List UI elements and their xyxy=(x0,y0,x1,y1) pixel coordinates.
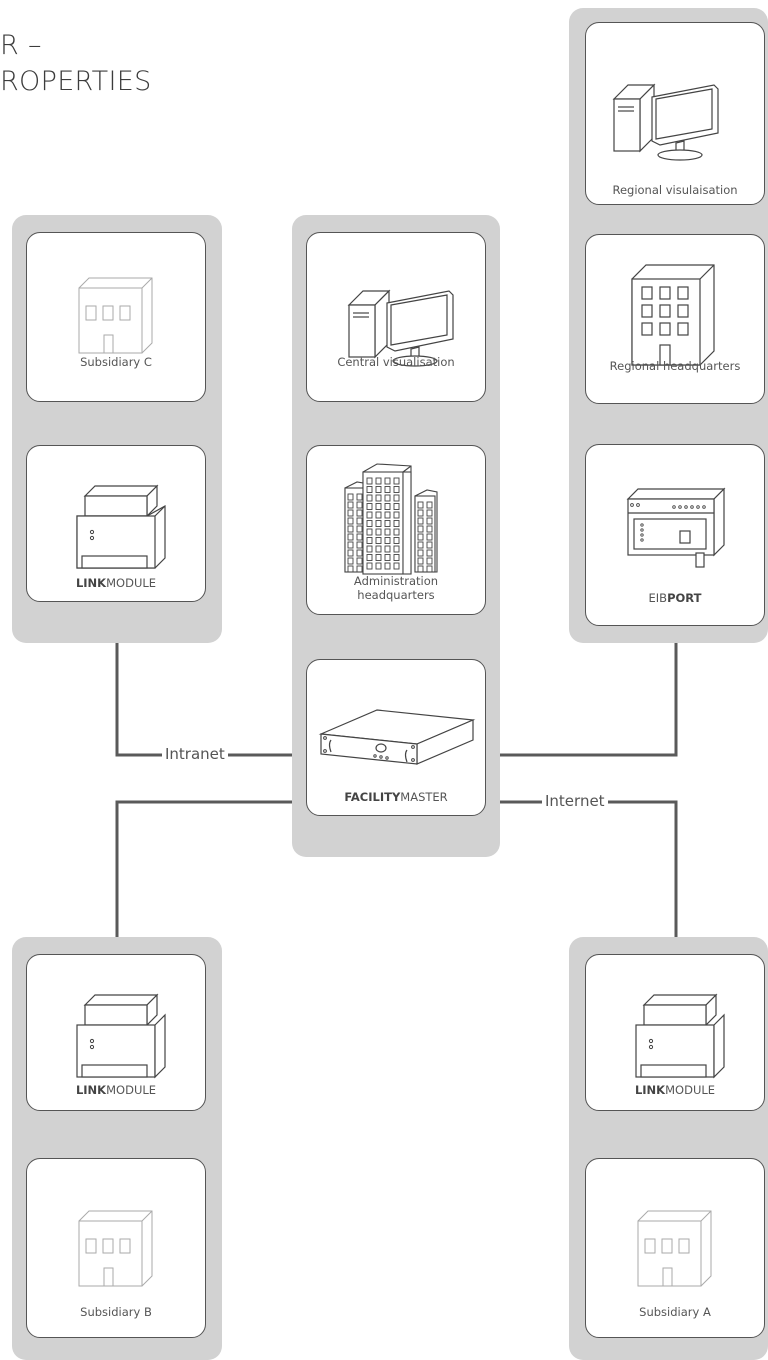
internet-label: Internet xyxy=(542,792,608,810)
card-subsidiary-b: Subsidiary B xyxy=(26,1158,206,1338)
label-central-visualisation: Central visualisation xyxy=(307,355,485,369)
card-linkmodule-b: LINKMODULE xyxy=(26,954,206,1111)
wire-internet-regional xyxy=(500,643,676,755)
computer-icon xyxy=(586,23,766,206)
label-linkmodule-c: LINKMODULE xyxy=(27,576,205,590)
wire-intranet-b xyxy=(117,802,293,937)
label-subsidiary-a: Subsidiary A xyxy=(586,1305,764,1319)
label-subsidiary-c: Subsidiary C xyxy=(27,355,205,369)
column-subsidiary-b: LINKMODULE Subsidiary B xyxy=(12,937,222,1360)
column-regional: Regional visulaisation Regional headquar… xyxy=(569,8,768,643)
card-subsidiary-c: Subsidiary C xyxy=(26,232,206,402)
label-subsidiary-b: Subsidiary B xyxy=(27,1305,205,1319)
label-regional-headquarters: Regional headquarters xyxy=(586,359,764,373)
column-subsidiary-a: LINKMODULE Subsidiary A xyxy=(569,937,768,1360)
label-administration-headquarters: Administration headquarters xyxy=(307,574,485,602)
label-regional-visualisation: Regional visulaisation xyxy=(586,183,764,197)
label-admin-line2: headquarters xyxy=(307,588,485,602)
card-administration-headquarters: Administration headquarters xyxy=(306,445,486,615)
label-linkmodule-a: LINKMODULE xyxy=(586,1083,764,1097)
card-subsidiary-a: Subsidiary A xyxy=(585,1158,765,1338)
label-eibport: EIBPORT xyxy=(586,591,764,605)
office-building-icon xyxy=(586,235,766,405)
computer-icon xyxy=(307,233,487,403)
column-subsidiary-c: Subsidiary C LINKMODULE xyxy=(12,215,222,643)
wire-internet-a xyxy=(500,802,676,937)
card-linkmodule-a: LINKMODULE xyxy=(585,954,765,1111)
card-central-visualisation: Central visualisation xyxy=(306,232,486,402)
intranet-label: Intranet xyxy=(162,745,228,763)
column-headquarters: Central visualisation Administration hea… xyxy=(292,215,500,857)
label-admin-line1: Administration xyxy=(307,574,485,588)
wire-intranet-c xyxy=(117,643,293,755)
card-eibport: EIBPORT xyxy=(585,444,765,626)
label-linkmodule-b: LINKMODULE xyxy=(27,1083,205,1097)
card-regional-visualisation: Regional visulaisation xyxy=(585,22,765,205)
card-regional-headquarters: Regional headquarters xyxy=(585,234,765,404)
house-icon xyxy=(27,233,207,403)
card-linkmodule-c: LINKMODULE xyxy=(26,445,206,602)
card-facilitymaster: FACILITYMASTER xyxy=(306,659,486,816)
label-facilitymaster: FACILITYMASTER xyxy=(307,790,485,804)
